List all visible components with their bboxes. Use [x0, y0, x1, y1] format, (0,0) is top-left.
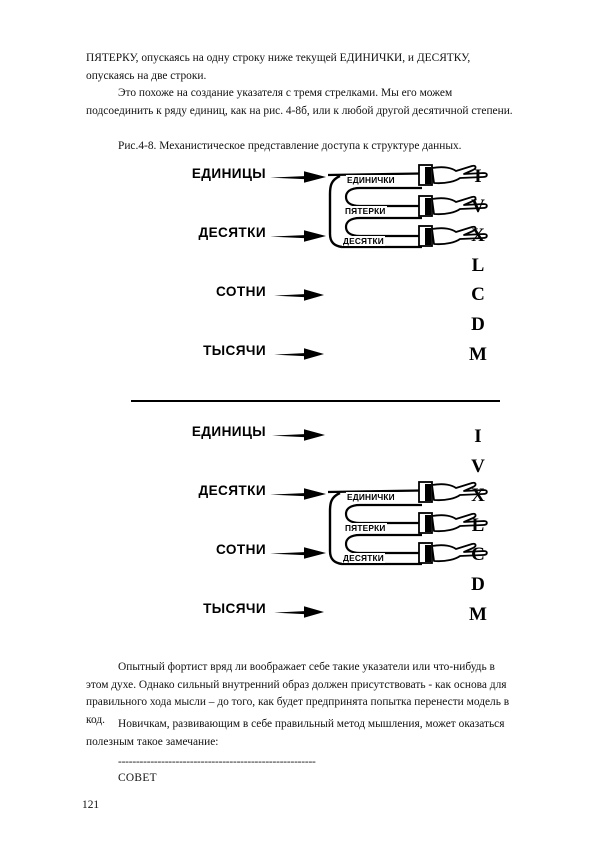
- pointing-hand-icon: [418, 481, 488, 503]
- roman-numeral: X: [471, 225, 485, 247]
- paragraph-bottom: Опытный фортист вряд ли воображает себе …: [86, 659, 514, 729]
- advice-dashed-rule: ----------------------------------------…: [118, 756, 316, 768]
- roman-numeral: V: [471, 195, 485, 217]
- roman-numeral: M: [469, 343, 487, 365]
- pointing-hand-icon: [418, 195, 488, 217]
- roman-numeral: C: [471, 284, 485, 306]
- diagram-a-row-label-1: ДЕСЯТКИ: [198, 225, 266, 240]
- pointer-label-tens: ДЕСЯТКИ: [342, 236, 385, 246]
- roman-numeral: L: [471, 254, 485, 276]
- pointer-label-units: ЕДИНИЧКИ: [346, 175, 396, 185]
- paragraph-top-sentence-1: ПЯТЕРКУ, опускаясь на одну строку ниже т…: [86, 52, 471, 82]
- diagram-b-row-label-2: СОТНИ: [216, 542, 266, 557]
- roman-numeral: I: [474, 426, 482, 447]
- diagram-b-roman-numeral-column: I V X L C D M: [458, 422, 498, 629]
- roman-numeral: X: [471, 485, 485, 507]
- diagram-row: ДЕСЯТКИ: [130, 225, 370, 284]
- right-arrow-icon: [270, 487, 326, 501]
- pointing-hand-icon: [418, 512, 488, 534]
- figure-divider: [131, 400, 500, 402]
- right-arrow-icon: [270, 347, 326, 361]
- roman-numeral: L: [471, 514, 485, 536]
- right-arrow-icon: [270, 428, 326, 442]
- advice-label: СОВЕТ: [118, 772, 157, 784]
- pointer-label-fives: ПЯТЕРКИ: [344, 206, 387, 216]
- pointer-graphic: [327, 481, 488, 566]
- diagram-row: ДЕСЯТКИ: [130, 483, 370, 542]
- pointing-hand-icon: [418, 164, 488, 186]
- pointer-label-units: ЕДИНИЧКИ: [346, 492, 396, 502]
- diagram-row: ТЫСЯЧИ: [130, 343, 370, 402]
- roman-numeral: C: [471, 544, 485, 566]
- diagram-a-row-label-2: СОТНИ: [216, 284, 266, 299]
- pointer-label-tens: ДЕСЯТКИ: [342, 553, 385, 563]
- roman-numeral: V: [471, 455, 485, 477]
- right-arrow-icon: [270, 546, 326, 560]
- diagram-row: СОТНИ: [130, 542, 370, 601]
- pointing-hand-icon: [418, 225, 488, 247]
- paragraph-newbie-text: Новичкам, развивающим в себе правильный …: [86, 718, 505, 748]
- right-arrow-icon: [270, 170, 326, 184]
- right-arrow-icon: [270, 605, 326, 619]
- roman-numeral: D: [471, 313, 485, 335]
- diagram-a-three-pronged-pointer: ЕДИНИЧКИ ПЯТЕРКИ ДЕСЯТКИ: [326, 164, 506, 256]
- roman-numeral: I: [474, 166, 482, 187]
- diagram-b-rows: ЕДИНИЦЫ ДЕСЯТКИ СОТНИ: [130, 424, 370, 660]
- paragraph-newbie: Новичкам, развивающим в себе правильный …: [86, 716, 514, 751]
- pointing-hand-icon: [418, 542, 488, 564]
- diagram-row: СОТНИ: [130, 284, 370, 343]
- paragraph-bottom-text: Опытный фортист вряд ли воображает себе …: [86, 661, 510, 726]
- pointer-graphic: [327, 164, 488, 249]
- figure-diagram-b: ЕДИНИЦЫ ДЕСЯТКИ СОТНИ: [130, 424, 500, 646]
- diagram-a-roman-numeral-column: I V X L C D M: [458, 162, 498, 369]
- diagram-row: ТЫСЯЧИ: [130, 601, 370, 660]
- roman-numeral: D: [471, 573, 485, 595]
- paragraph-top: ПЯТЕРКУ, опускаясь на одну строку ниже т…: [86, 50, 514, 120]
- roman-numeral: M: [469, 603, 487, 625]
- pointer-label-fives: ПЯТЕРКИ: [344, 523, 387, 533]
- page-number: 121: [82, 799, 100, 811]
- right-arrow-icon: [270, 288, 326, 302]
- diagram-row: ЕДИНИЦЫ: [130, 424, 370, 483]
- figure-caption: Рис.4-8. Механистическое представление д…: [118, 140, 462, 152]
- diagram-b-row-label-0: ЕДИНИЦЫ: [191, 424, 266, 439]
- paragraph-top-sentence-2: Это похоже на создание указателя с тремя…: [86, 87, 513, 117]
- diagram-b-row-label-3: ТЫСЯЧИ: [203, 601, 266, 616]
- figure-diagram-a: ЕДИНИЦЫ ДЕСЯТКИ СОТНИ: [130, 164, 500, 381]
- diagram-b-row-label-1: ДЕСЯТКИ: [198, 483, 266, 498]
- diagram-b-three-pronged-pointer: ЕДИНИЧКИ ПЯТЕРКИ ДЕСЯТКИ: [326, 481, 506, 573]
- right-arrow-icon: [270, 229, 326, 243]
- diagram-a-row-label-0: ЕДИНИЦЫ: [191, 166, 266, 181]
- diagram-row: ЕДИНИЦЫ: [130, 166, 370, 225]
- diagram-a-rows: ЕДИНИЦЫ ДЕСЯТКИ СОТНИ: [130, 166, 370, 402]
- diagram-a-row-label-3: ТЫСЯЧИ: [203, 343, 266, 358]
